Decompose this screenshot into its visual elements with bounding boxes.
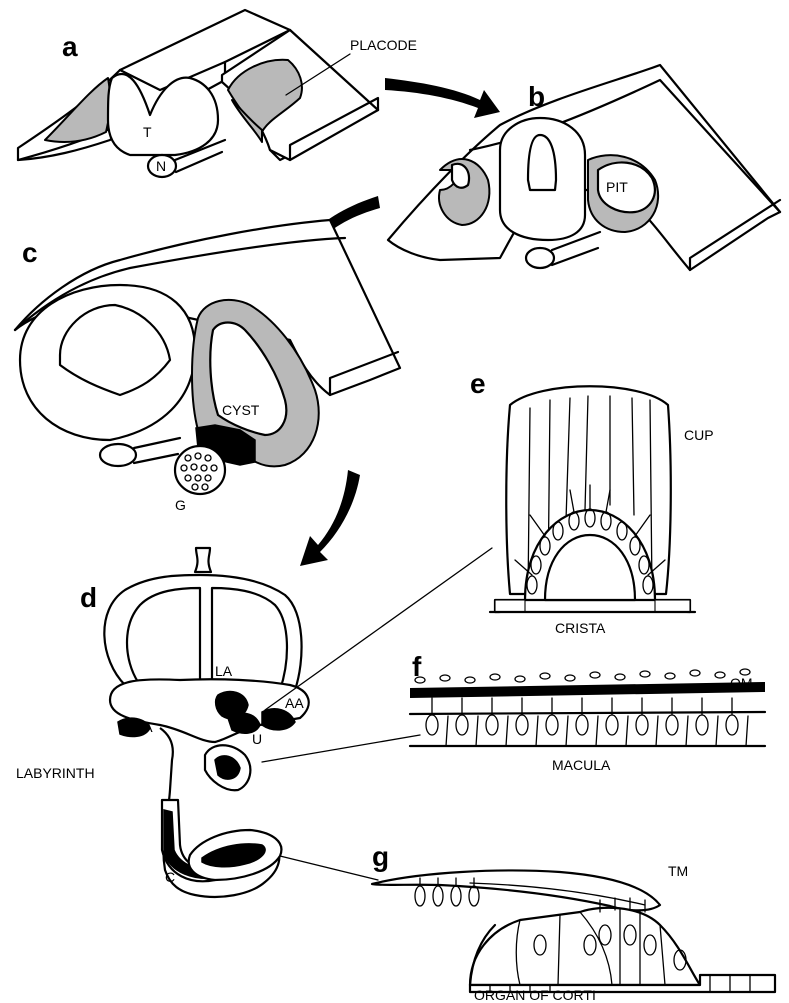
label-n: N <box>156 158 166 174</box>
semicircular-canals <box>104 575 301 690</box>
label-aa: AA <box>285 695 304 711</box>
panel-a: a PLACODE T N <box>18 10 417 177</box>
panel-letter-f: f <box>412 651 422 682</box>
connector-d-to-f <box>262 735 420 762</box>
label-placode: PLACODE <box>350 37 417 53</box>
panel-letter-e: e <box>470 368 486 399</box>
label-labyrinth: LABYRINTH <box>16 765 95 781</box>
label-la: LA <box>215 663 233 679</box>
panel-e: e CUP CRISTA <box>470 368 714 636</box>
label-om: OM <box>730 675 753 691</box>
arrow-a-to-b <box>385 78 500 118</box>
label-g: G <box>175 497 186 513</box>
label-organ-of-corti: ORGAN OF CORTI <box>474 987 596 1003</box>
label-u: U <box>252 731 262 747</box>
panel-f: f OM MACULA <box>410 651 765 773</box>
organ-of-corti <box>470 908 700 985</box>
label-cup: CUP <box>684 427 714 443</box>
label-cyst: CYST <box>222 402 260 418</box>
panel-letter-g: g <box>372 841 389 872</box>
label-macula: MACULA <box>552 757 611 773</box>
label-tm: TM <box>668 863 688 879</box>
panel-d: d LA AA PA U S C LABYRINTH <box>16 548 309 897</box>
label-c: C <box>165 869 175 885</box>
label-pa: PA <box>135 719 153 735</box>
macula-cells <box>426 698 748 746</box>
label-t: T <box>143 124 152 140</box>
label-crista: CRISTA <box>555 620 606 636</box>
panel-letter-d: d <box>80 582 97 613</box>
panel-g: g TM ORGAN OF CORTI <box>372 841 775 1003</box>
left-placode-shading <box>45 78 110 142</box>
label-pit: PIT <box>606 179 628 195</box>
label-s: S <box>218 757 227 773</box>
panel-letter-c: c <box>22 237 38 268</box>
panel-letter-a: a <box>62 31 78 62</box>
connector-d-to-g <box>280 856 378 880</box>
otolithic-membrane <box>410 682 765 698</box>
panel-letter-b: b <box>528 81 545 112</box>
panel-c: c CYST G <box>15 220 400 513</box>
arrow-c-to-d <box>300 470 360 566</box>
